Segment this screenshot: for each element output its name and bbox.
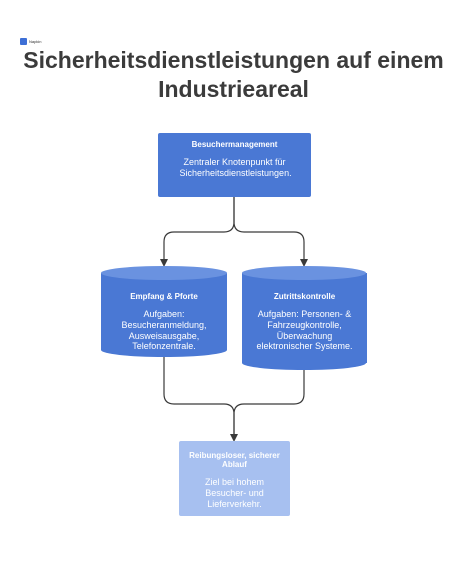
zutritt-text: Zutrittskontrolle Aufgaben: Personen- & … — [242, 292, 367, 352]
empfang-heading: Empfang & Pforte — [130, 292, 198, 301]
empfang-text: Empfang & Pforte Aufgaben: Besucheranmel… — [101, 292, 227, 352]
logo: Napkin — [20, 37, 48, 46]
ziel-heading: Reibungsloser, sicherer Ablauf — [189, 451, 280, 469]
besuchermanagement-text: Besuchermanagement Zentraler Knotenpunkt… — [158, 140, 311, 179]
logo-text: Napkin — [29, 38, 42, 44]
node-ziel — [179, 441, 290, 516]
zutritt-body: Aufgaben: Personen- & Fahrzeugkontrolle,… — [256, 309, 353, 352]
zutritt-heading: Zutrittskontrolle — [273, 292, 336, 301]
connector-besucher-empfang — [160, 197, 235, 267]
besuchermanagement-heading: Besuchermanagement — [191, 140, 278, 149]
empfang-body: Aufgaben: Besucheranmeldung, Ausweisausg… — [121, 309, 207, 352]
connector-zutritt-ziel — [233, 370, 305, 438]
node-zutritt-cylinder — [242, 266, 367, 370]
node-empfang-cylinder — [101, 266, 227, 357]
node-besuchermanagement — [158, 133, 311, 197]
ziel-body: Ziel bei hohem Besucher- und Lieferverke… — [204, 477, 265, 509]
logo-mark — [20, 38, 27, 45]
page-title: Sicherheitsdienstleistungen auf einem In… — [23, 47, 444, 102]
besuchermanagement-body: Zentraler Knotenpunkt für Sicherheitsdie… — [179, 157, 292, 178]
connector-empfang-ziel — [163, 357, 238, 442]
connector-besucher-zutritt — [233, 197, 308, 267]
ziel-text: Reibungsloser, sicherer Ablauf Ziel bei … — [179, 451, 290, 509]
